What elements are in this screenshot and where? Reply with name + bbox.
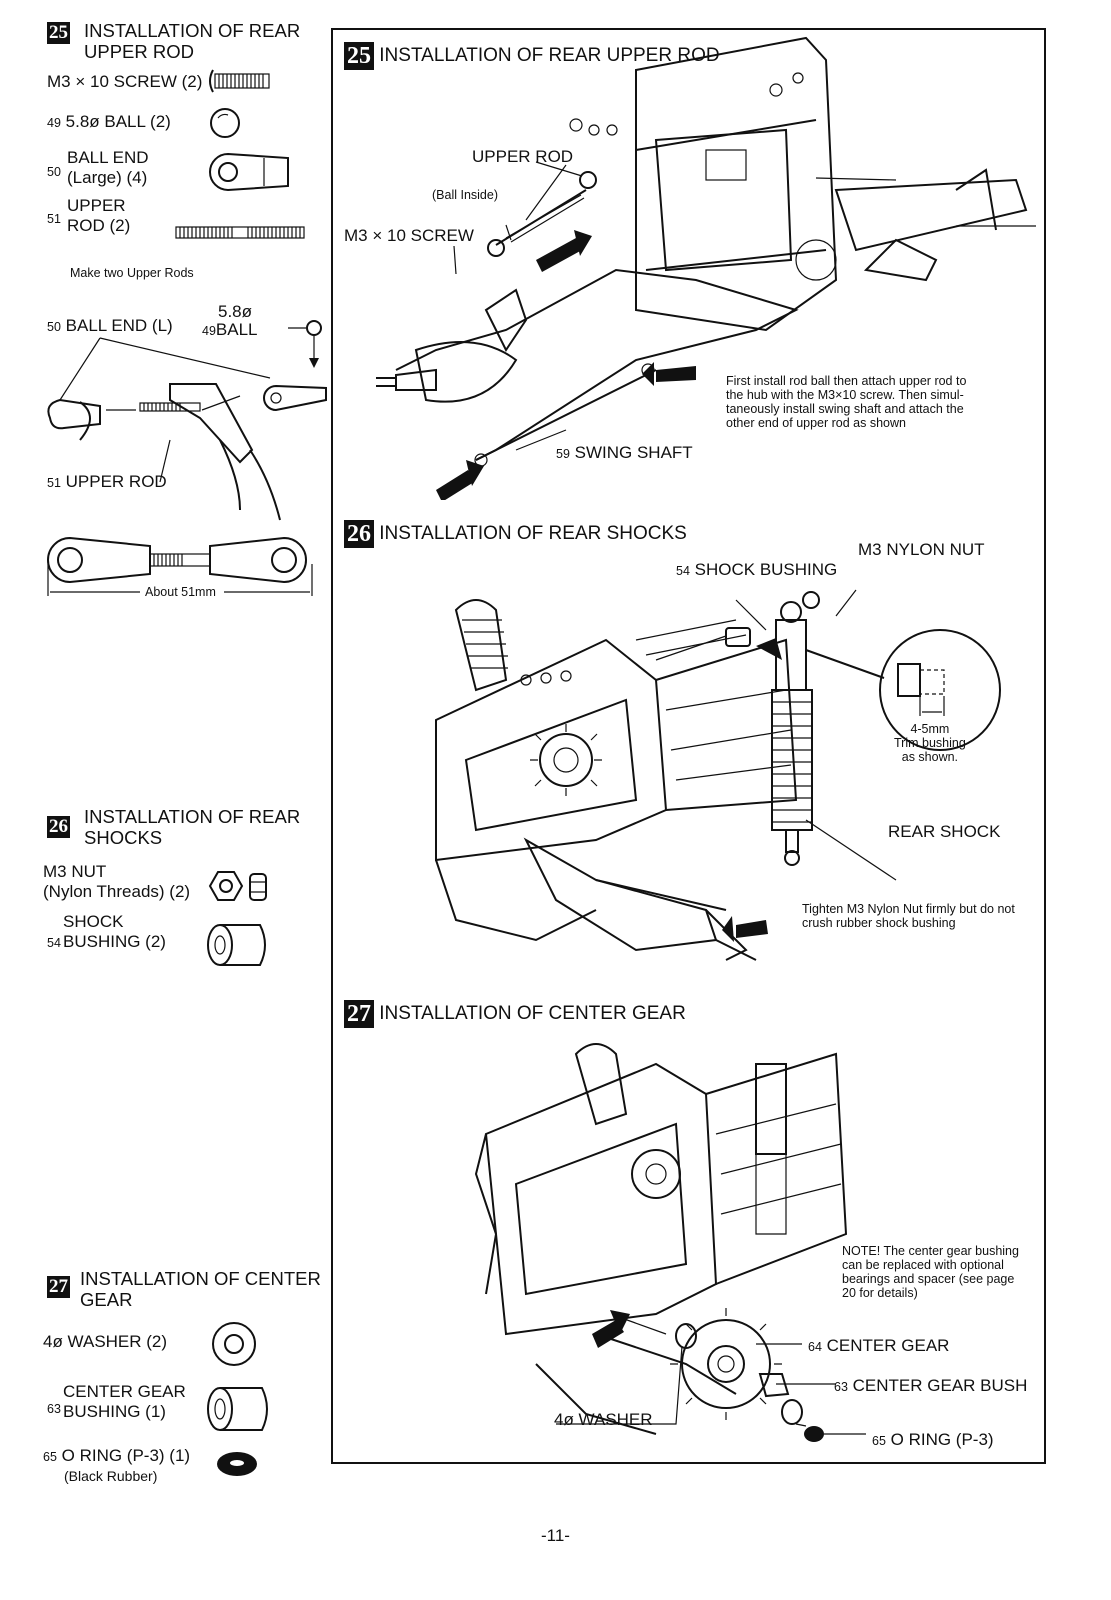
left-s27-part-washer: 4ø WASHER (2)	[43, 1332, 168, 1351]
left-s27-title: INSTALLATION OF CENTER GEAR	[80, 1268, 321, 1310]
left-s25-part-ball: 49 5.8ø BALL (2)	[47, 112, 171, 131]
left-s27-number: 27	[47, 1276, 70, 1298]
left-s25-part-screw: M3 × 10 SCREW (2)	[47, 72, 203, 91]
ball-end-icon	[209, 152, 289, 192]
right-s27-washer: 4ø WASHER	[554, 1410, 653, 1429]
upper-rod-icon	[175, 226, 305, 239]
right-s25-upper-rod-label: UPPER ROD	[472, 147, 574, 166]
instruction-panel	[331, 28, 1046, 1464]
left-s25-part-rod: UPPER ROD (2)	[67, 196, 131, 235]
left-s27-part-oring: 65 O RING (P-3) (1)	[43, 1446, 191, 1465]
right-s26-nylon-nut: M3 NYLON NUT	[858, 540, 985, 559]
right-s26-shock-bushing: 54 SHOCK BUSHING	[676, 560, 838, 579]
left-s25-title: INSTALLATION OF REAR UPPER ROD	[84, 20, 301, 62]
right-s26-number: 26	[344, 520, 374, 548]
left-s25-header: 25	[47, 22, 70, 44]
right-s26-trim-note: 4-5mm Trim bushing as shown.	[894, 722, 966, 764]
washer-icon	[212, 1322, 256, 1366]
left-s25-dim: About 51mm	[145, 585, 216, 599]
center-gear-bushing-icon	[207, 1387, 268, 1431]
page-number: -11-	[541, 1526, 570, 1545]
left-s27-part-bush: CENTER GEAR BUSHING (1)	[63, 1382, 186, 1421]
right-s27-oring: 65 O RING (P-3)	[872, 1430, 994, 1449]
assembled-rod-illustration	[47, 536, 313, 596]
left-s26-header: 26	[47, 816, 70, 838]
left-s25-caption: Make two Upper Rods	[70, 266, 194, 280]
right-s25-ball-inside: (Ball Inside)	[432, 188, 498, 202]
left-s27-part-oring-sub: (Black Rubber)	[64, 1468, 158, 1484]
left-s27-part-bush-no: 63	[47, 1402, 61, 1416]
rear-shocks-illustration	[435, 589, 1001, 961]
right-s27-number: 27	[344, 1000, 374, 1028]
center-gear-illustration	[474, 1043, 866, 1442]
right-s25-swing-label: 59 SWING SHAFT	[556, 443, 693, 462]
left-s25-ballend-callout: 50 BALL END (L)	[47, 316, 173, 335]
left-s26-number: 26	[47, 816, 70, 838]
left-s27-header: 27	[47, 1276, 70, 1298]
right-s25-number: 25	[344, 42, 374, 70]
right-s27-title: 27 INSTALLATION OF CENTER GEAR	[344, 1000, 686, 1028]
ball-icon	[210, 108, 240, 138]
right-s26-title: 26 INSTALLATION OF REAR SHOCKS	[344, 520, 687, 548]
left-s25-ball-callout: 49BALL	[202, 320, 258, 339]
o-ring-icon	[217, 1452, 257, 1476]
left-s25-ball-size: 5.8ø	[218, 302, 253, 321]
left-s26-part-nut: M3 NUT (Nylon Threads) (2)	[43, 862, 191, 901]
left-s25-number: 25	[47, 22, 70, 44]
left-s25-part-rod-no: 51	[47, 212, 61, 226]
right-s27-note: NOTE! The center gear bushing can be rep…	[842, 1244, 1019, 1300]
screw-icon	[209, 69, 270, 93]
left-s26-part-bushing: SHOCK BUSHING (2)	[63, 912, 166, 951]
right-s26-note: Tighten M3 Nylon Nut firmly but do not c…	[802, 902, 1015, 930]
left-s26-part-bushing-no: 54	[47, 936, 61, 950]
rod-assembly-illustration	[47, 320, 327, 521]
right-s25-title: 25 INSTALLATION OF REAR UPPER ROD	[344, 42, 720, 70]
left-s25-part-ballend-no: 50	[47, 165, 61, 179]
shock-bushing-icon	[207, 924, 266, 966]
right-s27-center-bush: 63 CENTER GEAR BUSH	[834, 1376, 1028, 1395]
nylon-nut-icon	[208, 871, 267, 901]
left-s26-title: INSTALLATION OF REAR SHOCKS	[84, 806, 301, 848]
left-s25-part-ballend: BALL END (Large) (4)	[67, 148, 149, 187]
left-s25-upperrod-callout: 51 UPPER ROD	[47, 472, 167, 491]
rear-upper-rod-illustration	[376, 36, 1036, 500]
right-s25-screw-label: M3 × 10 SCREW	[344, 226, 474, 245]
right-s25-note: First install rod ball then attach upper…	[726, 374, 967, 430]
right-s27-center-gear: 64 CENTER GEAR	[808, 1336, 950, 1355]
right-s26-rear-shock: REAR SHOCK	[888, 822, 1001, 841]
